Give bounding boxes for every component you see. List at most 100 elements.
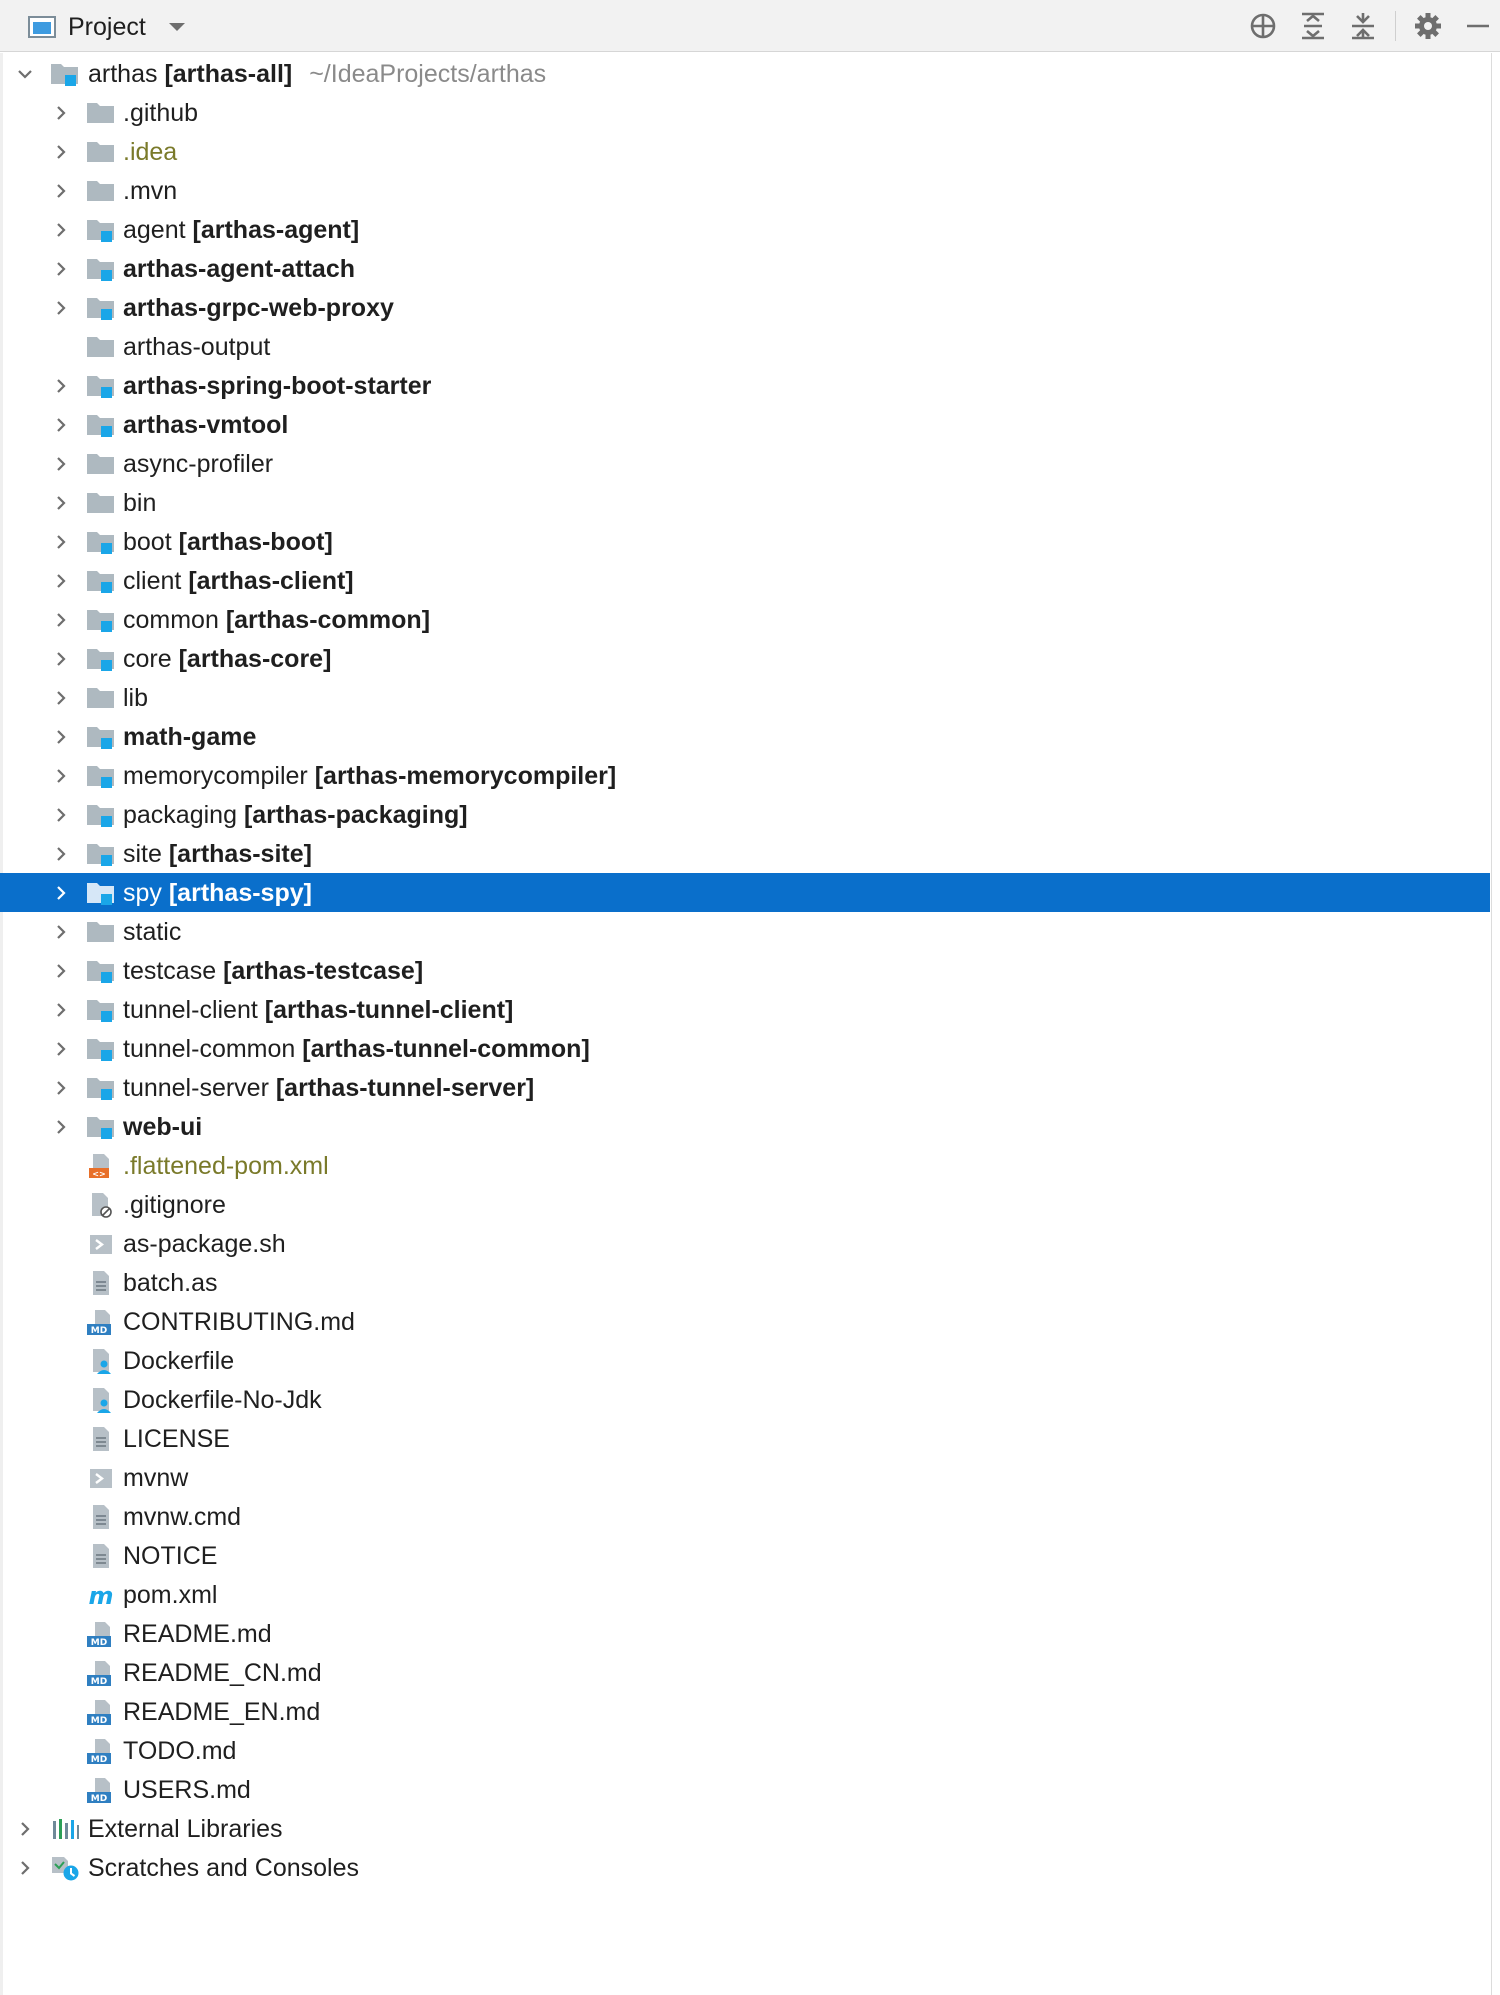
tree-item-static[interactable]: static [0,912,1490,951]
chevron-right-icon[interactable] [50,765,72,787]
tree-item-scratches-and-consoles[interactable]: Scratches and Consoles [0,1848,1490,1887]
tree-item-batch-as[interactable]: batch.as [0,1263,1490,1302]
tree-item-client[interactable]: client [arthas-client] [0,561,1490,600]
chevron-right-icon[interactable] [50,219,72,241]
chevron-right-icon[interactable] [50,102,72,124]
chevron-right-icon[interactable] [14,1818,36,1840]
tree-item-packaging[interactable]: packaging [arthas-packaging] [0,795,1490,834]
project-view-selector[interactable]: Project [28,10,188,44]
chevron-right-icon[interactable] [50,492,72,514]
tree-item-license[interactable]: LICENSE [0,1419,1490,1458]
chevron-right-icon[interactable] [50,141,72,163]
tree-item-tunnel-server[interactable]: tunnel-server [arthas-tunnel-server] [0,1068,1490,1107]
tree-item-flattened-pom-xml[interactable]: <>.flattened-pom.xml [0,1146,1490,1185]
module-folder-icon [86,295,116,321]
markdown-file-icon: MD [86,1309,116,1335]
tree-item-label: arthas-spring-boot-starter [123,371,431,401]
item-module-name: [arthas-tunnel-server] [275,1074,535,1102]
chevron-right-icon[interactable] [50,1116,72,1138]
chevron-right-icon[interactable] [50,375,72,397]
tree-item-mvn[interactable]: .mvn [0,171,1490,210]
tree-item-mvnw[interactable]: mvnw [0,1458,1490,1497]
collapse-all-button[interactable] [1345,8,1381,44]
item-name: USERS.md [123,1776,251,1804]
tree-item-tunnel-common[interactable]: tunnel-common [arthas-tunnel-common] [0,1029,1490,1068]
tree-item-idea[interactable]: .idea [0,132,1490,171]
hide-panel-button[interactable] [1460,8,1496,44]
chevron-down-icon[interactable] [166,20,188,34]
chevron-down-icon[interactable] [14,63,36,85]
expand-all-button[interactable] [1295,8,1331,44]
chevron-right-icon[interactable] [50,414,72,436]
tree-item-memorycompiler[interactable]: memorycompiler [arthas-memorycompiler] [0,756,1490,795]
tree-item-boot[interactable]: boot [arthas-boot] [0,522,1490,561]
chevron-right-icon[interactable] [50,453,72,475]
chevron-right-icon[interactable] [50,960,72,982]
tree-item-bin[interactable]: bin [0,483,1490,522]
chevron-right-icon[interactable] [50,726,72,748]
tree-item-as-package-sh[interactable]: as-package.sh [0,1224,1490,1263]
item-name: arthas-agent-attach [123,255,355,283]
tree-item-dockerfile[interactable]: Dockerfile [0,1341,1490,1380]
chevron-right-icon[interactable] [50,804,72,826]
chevron-right-icon[interactable] [50,999,72,1021]
tree-item-arthas-spring-boot-starter[interactable]: arthas-spring-boot-starter [0,366,1490,405]
tree-item-testcase[interactable]: testcase [arthas-testcase] [0,951,1490,990]
tree-item-label: tunnel-client [arthas-tunnel-client] [123,995,513,1025]
chevron-right-icon[interactable] [50,648,72,670]
shell-script-icon [86,1231,116,1257]
item-name: Dockerfile [123,1347,235,1375]
tree-item-dockerfile-no-jdk[interactable]: Dockerfile-No-Jdk [0,1380,1490,1419]
tree-item-site[interactable]: site [arthas-site] [0,834,1490,873]
chevron-right-icon[interactable] [50,531,72,553]
chevron-right-icon[interactable] [14,1857,36,1879]
tree-item-lib[interactable]: lib [0,678,1490,717]
tree-item-math-game[interactable]: math-game [0,717,1490,756]
item-name: core [123,645,172,673]
settings-button[interactable] [1410,8,1446,44]
tree-item-arthas-output[interactable]: arthas-output [0,327,1490,366]
chevron-right-icon[interactable] [50,180,72,202]
chevron-right-icon[interactable] [50,1077,72,1099]
tree-item-spy[interactable]: spy [arthas-spy] [0,873,1490,912]
tree-item-async-profiler[interactable]: async-profiler [0,444,1490,483]
chevron-right-icon[interactable] [50,297,72,319]
tree-item-core[interactable]: core [arthas-core] [0,639,1490,678]
tree-item-arthas-vmtool[interactable]: arthas-vmtool [0,405,1490,444]
item-name: .mvn [123,177,178,205]
tree-item-external-libraries[interactable]: External Libraries [0,1809,1490,1848]
toolbar-separator [1395,11,1396,41]
select-opened-file-button[interactable] [1245,8,1281,44]
chevron-right-icon[interactable] [50,882,72,904]
tree-item-tunnel-client[interactable]: tunnel-client [arthas-tunnel-client] [0,990,1490,1029]
module-folder-icon [86,1114,116,1140]
item-module-name: [arthas-spy] [168,879,312,907]
chevron-right-icon[interactable] [50,843,72,865]
chevron-right-icon[interactable] [50,609,72,631]
tree-item-agent[interactable]: agent [arthas-agent] [0,210,1490,249]
tree-root-arthas[interactable]: arthas [arthas-all] ~/IdeaProjects/artha… [0,54,1490,93]
chevron-right-icon[interactable] [50,921,72,943]
tree-item-common[interactable]: common [arthas-common] [0,600,1490,639]
chevron-right-icon[interactable] [50,570,72,592]
tree-item-arthas-grpc-web-proxy[interactable]: arthas-grpc-web-proxy [0,288,1490,327]
tree-item-github[interactable]: .github [0,93,1490,132]
tree-item-mvnw-cmd[interactable]: mvnw.cmd [0,1497,1490,1536]
tree-item-arthas-agent-attach[interactable]: arthas-agent-attach [0,249,1490,288]
chevron-right-icon[interactable] [50,258,72,280]
gear-icon [1415,13,1441,39]
chevron-right-icon[interactable] [50,1038,72,1060]
chevron-right-icon[interactable] [50,687,72,709]
tree-item-gitignore[interactable]: .gitignore [0,1185,1490,1224]
tree-item-label: mvnw [123,1463,188,1493]
tree-item-notice[interactable]: NOTICE [0,1536,1490,1575]
tree-item-web-ui[interactable]: web-ui [0,1107,1490,1146]
module-folder-icon [50,61,80,87]
